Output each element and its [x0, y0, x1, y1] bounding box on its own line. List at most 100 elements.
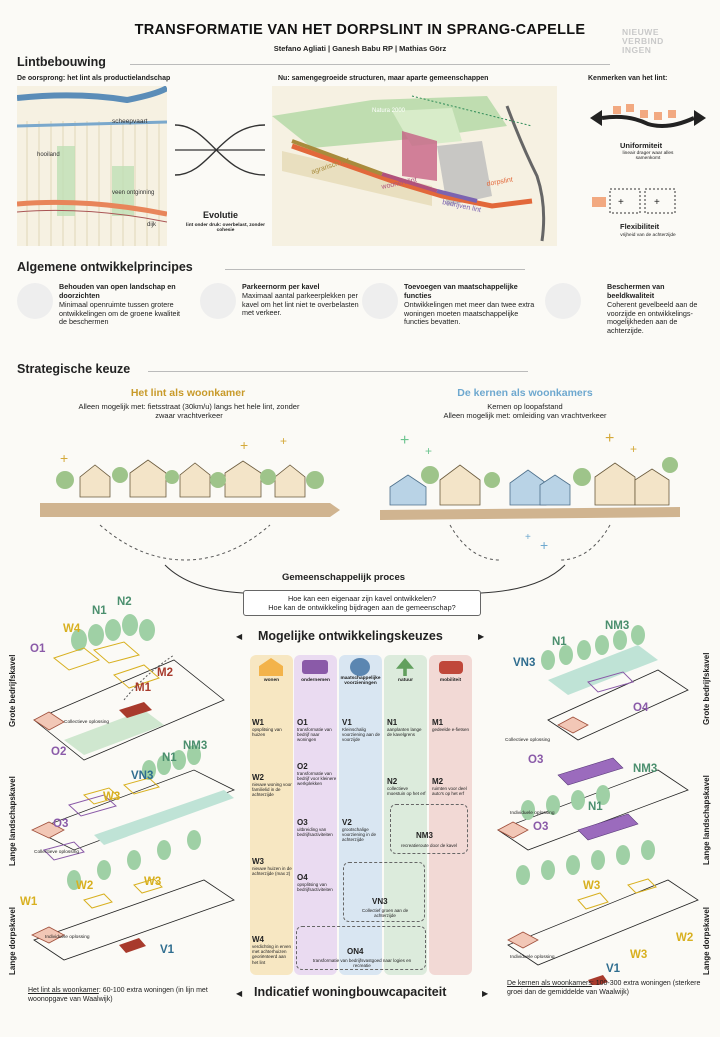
- option-M2[interactable]: M2 ruimten voor deel auto's op het erf: [432, 777, 467, 797]
- principle-icon: [17, 283, 53, 319]
- right-strategy-illustration: + + + + + +: [380, 430, 680, 561]
- capacity-title: Indicatief woningbouwcapaciteit: [254, 985, 447, 999]
- tag-collectief: Collectieve oplossing: [505, 738, 551, 743]
- uniformity-graphic: [590, 104, 706, 128]
- community-icon: [350, 658, 370, 676]
- section-divider: [148, 371, 528, 372]
- uniformiteit-title: Uniformiteit: [620, 141, 663, 150]
- option-O1[interactable]: O1 transformatie van bedrijf naar woning…: [297, 718, 332, 743]
- plot-label-right-1: Grote bedrijfskavel: [702, 652, 711, 725]
- option-O4[interactable]: O4 opsplitsing van bedrijfsactiviteiten: [297, 873, 333, 893]
- authors: Stefano Agliati | Ganesh Babu RP | Mathi…: [273, 44, 447, 53]
- right-strategy-text2: Alleen mogelijk met: omleiding van vrach…: [443, 411, 607, 420]
- option-N1[interactable]: N1 aanplanten lange de kavelgrens: [387, 718, 422, 738]
- section-title-strategic: Strategische keuze: [17, 362, 131, 376]
- principle-icon: [545, 283, 581, 319]
- svg-text:dorpslint: dorpslint: [486, 176, 513, 187]
- option-W4[interactable]: W4 verdichting in erven met achterhuizen…: [252, 935, 292, 965]
- tag-collectief: Collectieve oplossing: [64, 720, 110, 725]
- option-M1[interactable]: M1 gedeelde e-fietsen: [432, 718, 470, 732]
- right-summary: De kernen als woonkamers: 100-300 extra …: [507, 980, 701, 996]
- column-ondernemen: [294, 655, 337, 975]
- origin-map: scheepvaart hooiland veen ontginning dij…: [17, 86, 167, 246]
- uniformiteit-sub: lineair drager waar alles samenkomt: [622, 151, 674, 161]
- svg-text:hooiland: hooiland: [37, 152, 60, 158]
- principle-icon: [200, 283, 236, 319]
- svg-text:+: +: [425, 444, 432, 458]
- option-W1[interactable]: W1 opsplitsing van huizen: [252, 718, 282, 738]
- option-NM3[interactable]: NM3 recreatieroute door de kavel: [390, 804, 468, 854]
- section-divider: [225, 269, 525, 270]
- section-title-principles: Algemene ontwikkelprincipes: [17, 260, 193, 274]
- principle-icon: [362, 283, 398, 319]
- features-title: Kenmerken van het lint:: [588, 75, 668, 82]
- option-O2[interactable]: O2 transformatie van bedrijf voor kleine…: [297, 762, 337, 787]
- svg-text:+: +: [618, 197, 624, 208]
- plot-label-left-2: Lange landschapskavel: [8, 776, 17, 866]
- svg-text:veen ontginning: veen ontginning: [112, 190, 154, 196]
- option-VN3[interactable]: VN3 Collectief groen aan de achterzijde: [343, 862, 425, 922]
- flexibility-graphic: ++: [592, 188, 676, 214]
- svg-text:+: +: [540, 537, 548, 553]
- option-ON4[interactable]: ON4 transformatie van bedrijfsvastgoed n…: [296, 926, 426, 970]
- option-V1[interactable]: V1 Kleinschalig voorziening aan de voorz…: [342, 718, 381, 743]
- option-O3[interactable]: O3 uitbreiding van bedrijfsactiviteiten: [297, 818, 333, 838]
- left-strategy-illustration: + + +: [40, 434, 340, 561]
- arrow-left-icon: ◀: [236, 989, 243, 998]
- left-strategy-text: Alleen mogelijk met: fietsstraat (30km/u…: [78, 402, 300, 420]
- now-title: Nu: samengegroeide structuren, maar apar…: [278, 75, 489, 82]
- option-N2[interactable]: N2 collectieve moestuin op het erf: [387, 777, 426, 797]
- car-icon: [439, 661, 463, 674]
- column-wonen: [250, 655, 293, 975]
- left-plots-illustration: [31, 614, 235, 961]
- svg-text:+: +: [60, 450, 68, 466]
- tag-individueel: Individuele oplossing: [510, 955, 555, 960]
- plot-label-right-2: Lange landschapskavel: [702, 775, 711, 865]
- left-summary: Het lint als woonkamer: 60-100 extra won…: [28, 987, 208, 1003]
- process-title: Gemeenschappelijk proces: [282, 572, 406, 583]
- evolutie-sub: lint onder druk: overbelast, zonder cohe…: [186, 223, 265, 233]
- section-title-lint: Lintbebouwing: [17, 55, 106, 69]
- evolution-arrows: [174, 124, 266, 176]
- right-plots-illustration: [497, 625, 699, 985]
- now-map: Natura 2000 agrarisch lint woonerf lint …: [272, 86, 557, 246]
- option-W2[interactable]: W2 nieuwe woning voor familielid in de a…: [252, 773, 292, 798]
- arrow-left-icon: ◀: [236, 632, 243, 641]
- logo: NIEUWE VERBIND INGEN: [622, 27, 664, 55]
- options-title: Mogelijke ontwikkelingskeuzes: [258, 629, 443, 643]
- svg-text:+: +: [630, 442, 637, 456]
- plot-label-left-3: Lange dorpskavel: [8, 906, 17, 975]
- flexibiliteit-sub: vrijheid van de achterzijde: [620, 233, 676, 238]
- arrow-right-icon: ▶: [482, 989, 489, 998]
- evolutie-title: Evolutie: [203, 210, 239, 220]
- svg-text:+: +: [400, 432, 409, 449]
- label-scheepvaart: scheepvaart: [112, 118, 148, 125]
- section-divider: [130, 64, 610, 65]
- tag-individueel: Individuele oplossing: [45, 935, 90, 940]
- svg-text:Natura 2000: Natura 2000: [372, 108, 406, 114]
- tag-collectief: Collectieve oplossing: [34, 850, 80, 855]
- svg-text:+: +: [525, 532, 531, 543]
- tractor-icon: [302, 660, 328, 674]
- house-icon: [259, 658, 283, 676]
- column-mobiliteit: [429, 655, 472, 975]
- tag-individueel: Individuele oplossing: [510, 811, 555, 816]
- right-strategy-text1: Kernen op loopafstand: [487, 402, 563, 411]
- arrow-right-icon: ▶: [478, 632, 485, 641]
- plot-label-right-3: Lange dorpskavel: [702, 906, 711, 975]
- svg-text:+: +: [240, 437, 248, 453]
- origin-title: De oorsprong: het lint als productieland…: [17, 75, 171, 82]
- process-question-box: Hoe kan een eigenaar zijn kavel ontwikke…: [243, 590, 481, 616]
- svg-text:+: +: [280, 434, 287, 448]
- svg-text:+: +: [605, 430, 614, 447]
- flexibiliteit-title: Flexibiliteit: [620, 222, 660, 231]
- svg-text:dijk: dijk: [147, 222, 157, 228]
- process-connectors: [164, 564, 566, 594]
- right-strategy-title: De kernen als woonkamers: [457, 387, 593, 399]
- left-strategy-title: Het lint als woonkamer: [130, 387, 246, 399]
- svg-text:+: +: [654, 197, 660, 208]
- option-W3[interactable]: W3 nieuwe huizen in de achterzijde (max …: [252, 857, 292, 877]
- page-title: TRANSFORMATIE VAN HET DORPSLINT IN SPRAN…: [134, 22, 586, 38]
- plot-label-left-1: Grote bedrijfskavel: [8, 654, 17, 727]
- option-V2[interactable]: V2 grootschalige voorziening in de achte…: [342, 818, 377, 843]
